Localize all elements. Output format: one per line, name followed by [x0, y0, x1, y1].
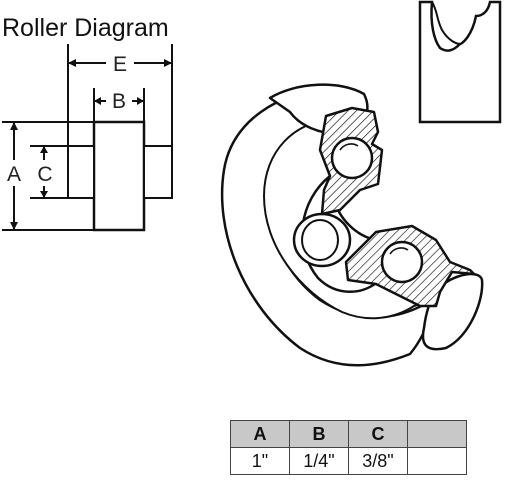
wheel-body	[92, 120, 146, 232]
table-header-cell: B	[289, 420, 349, 448]
dimension-label-e: E	[113, 53, 127, 76]
table-cell: 3/8"	[348, 447, 408, 475]
axle-right	[143, 145, 173, 199]
roller-cutaway	[220, 83, 484, 367]
table-row: 1" 1/4" 3/8"	[230, 447, 467, 475]
dimension-label-a: A	[7, 163, 21, 186]
table-header-cell	[407, 420, 467, 448]
dimension-table: A B C 1" 1/4" 3/8"	[230, 420, 467, 475]
groove-profile	[418, 0, 502, 124]
dimension-label-c: C	[37, 163, 52, 186]
table-header-cell: A	[230, 420, 290, 448]
dimension-label-b: B	[112, 90, 126, 113]
table-cell: 1/4"	[289, 447, 349, 475]
table-cell	[407, 447, 467, 475]
table-header-cell: C	[348, 420, 408, 448]
diagram-title: Roller Diagram	[2, 14, 169, 42]
axle-left	[67, 145, 95, 199]
roller-profile	[2, 44, 173, 232]
table-cell: 1"	[230, 447, 290, 475]
table-header-row: A B C	[230, 420, 467, 448]
